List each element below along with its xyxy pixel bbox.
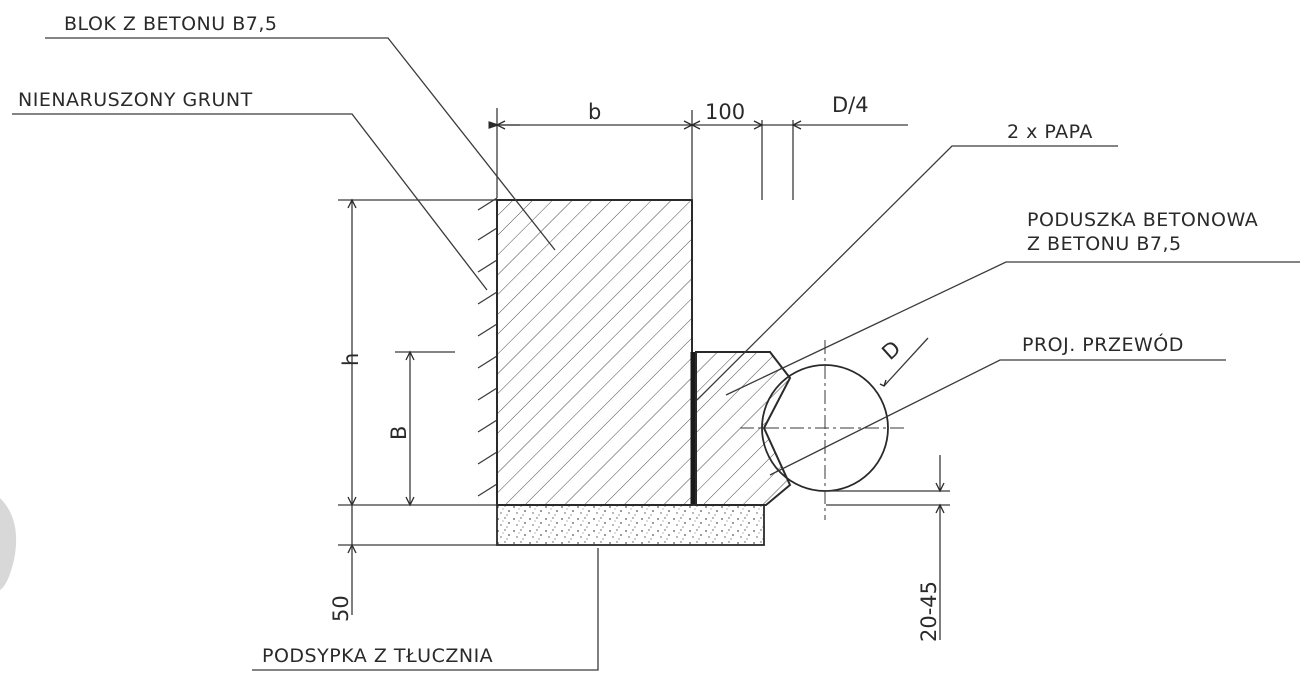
- top-dimension-chain: [488, 108, 908, 200]
- leader-grunt: [12, 113, 488, 291]
- scan-artifact: [0, 498, 17, 590]
- label-podsypka: PODSYPKA Z TŁUCZNIA: [262, 645, 493, 667]
- label-papa: 2 x PAPA: [1007, 121, 1093, 143]
- thrust-height-dimension: [395, 350, 455, 507]
- dim-20-45: 20-45: [917, 581, 941, 642]
- label-blok: BLOK Z BETONU B7,5: [64, 13, 277, 35]
- leader-poduszka: [725, 261, 1300, 396]
- dim-d-quarter: D/4: [832, 93, 869, 117]
- label-poduszka-line2: Z BETONU B7,5: [1027, 233, 1182, 255]
- dim-100: 100: [705, 100, 745, 124]
- undisturbed-soil-hatch: [477, 197, 498, 497]
- dim-h: h: [339, 353, 363, 366]
- leader-przewod: [769, 359, 1226, 476]
- leader-blok: [45, 37, 556, 251]
- leader-papa: [696, 145, 1118, 401]
- dim-50: 50: [329, 595, 353, 622]
- dim-b: b: [588, 100, 601, 124]
- diameter-dimension: [879, 337, 929, 387]
- dim-D: D: [877, 336, 905, 365]
- pipe-clearance-dimension: [825, 455, 950, 640]
- label-poduszka-line1: PODUSZKA BETONOWA: [1027, 209, 1258, 231]
- height-dimension: [338, 198, 497, 545]
- dim-B: B: [387, 426, 411, 440]
- leader-podsypka: [252, 548, 599, 671]
- label-przewod: PROJ. PRZEWÓD: [1022, 332, 1184, 356]
- label-grunt: NIENARUSZONY GRUNT: [18, 89, 253, 111]
- gravel-bedding: [496, 504, 765, 546]
- bedding-thickness-dimension: [338, 504, 497, 615]
- concrete-block: [496, 199, 693, 506]
